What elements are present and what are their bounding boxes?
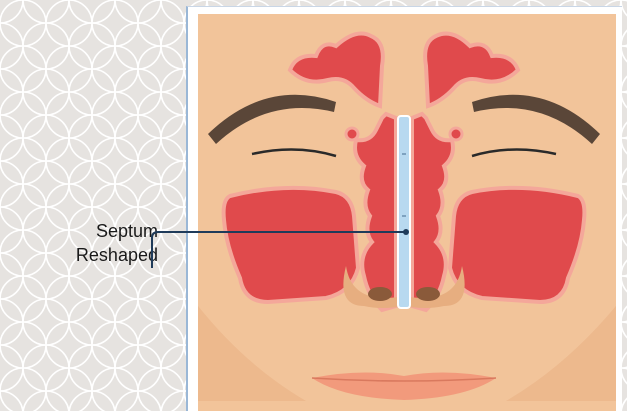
label-line-2: Reshaped <box>18 243 158 267</box>
maxillary-sinus-right <box>450 188 584 302</box>
nostril-right <box>416 287 440 301</box>
sinus-septum-illustration <box>186 6 622 411</box>
ethmoid-cell-right <box>450 128 462 140</box>
septum-reshaped-label: Septum Reshaped <box>18 219 158 267</box>
label-line-1: Septum <box>18 219 158 243</box>
ethmoid-cell-left <box>346 128 358 140</box>
maxillary-sinus-left <box>224 188 358 302</box>
nostril-left <box>368 287 392 301</box>
septum <box>398 116 410 308</box>
